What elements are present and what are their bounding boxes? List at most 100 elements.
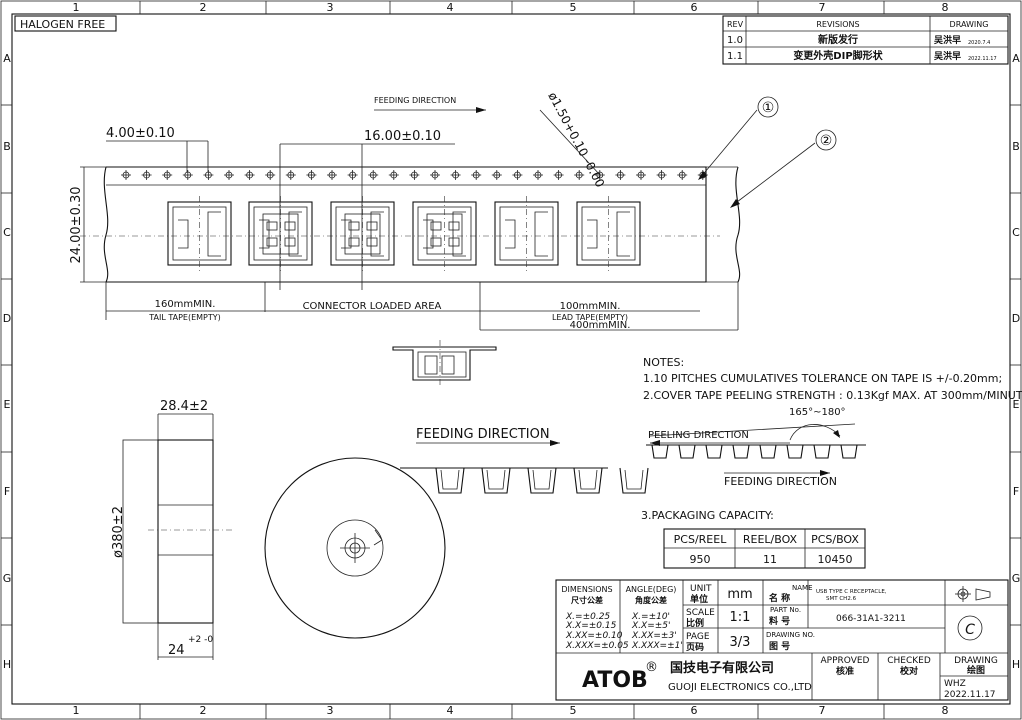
arrow-right-icon [550, 440, 560, 446]
checked-label-cn: 校对 [900, 665, 918, 677]
halogen-free-text: HALOGEN FREE [20, 18, 105, 31]
lead-tape-dim: 100mmMIN. [560, 301, 621, 312]
pocket-feature [207, 211, 221, 257]
row-label: A [3, 52, 11, 65]
halogen-free-label: HALOGEN FREE [14, 15, 117, 32]
row-label: H [1012, 658, 1020, 671]
copyright-mark: C [965, 622, 975, 638]
connector-pin [348, 221, 360, 231]
connector-pin [266, 221, 278, 231]
arrow-icon [730, 199, 740, 208]
note-3: 3.PACKAGING CAPACITY: [641, 509, 774, 522]
border-row-labels-left: A B C D E F G H [3, 52, 12, 671]
row-label: G [3, 572, 12, 585]
arrow-right-icon [476, 107, 486, 113]
revision-date-cell: 2020.7.4 [968, 40, 990, 46]
hole-pitch-dim: 4.00±0.10 [106, 126, 175, 141]
note-2: 2.COVER TAPE PEELING STRENGTH : 0.13Kgf … [643, 389, 1022, 402]
reel-tape-pocket [527, 467, 557, 494]
scale-label-cn: 比例 [686, 617, 704, 629]
checked-label: CHECKED [887, 656, 931, 666]
row-label: B [1012, 140, 1020, 153]
tape-pocket-inner [172, 206, 227, 261]
reel-tape-pocket [435, 467, 465, 494]
col-label: 2 [200, 1, 207, 14]
angle-tol-value: X.XXX=±1' [631, 641, 683, 651]
reel-tape-pocket-inner [578, 469, 598, 490]
row-label: D [3, 312, 11, 325]
reel-feeding-direction-label: FEEDING DIRECTION [416, 427, 550, 442]
rev-cell: 1.0 [727, 35, 743, 46]
unit-label: UNIT [690, 584, 712, 594]
col-label: 6 [691, 704, 698, 717]
col-label: 6 [691, 1, 698, 14]
connector-pin [284, 237, 296, 247]
reel-tape-pockets [400, 467, 649, 494]
connector-body [426, 213, 463, 255]
pocket-pitch-dim: 16.00±0.10 [364, 129, 441, 144]
approved-label: APPROVED [821, 656, 870, 666]
carrier-tape-drawing: FEEDING DIRECTION 4.00±0.10 16.00±0.10 ø… [69, 90, 837, 331]
peel-feeding-direction-label: FEEDING DIRECTION [724, 475, 837, 488]
capacity-header: PCS/BOX [811, 533, 859, 546]
peeling-direction-label: PEELING DIRECTION [648, 430, 749, 441]
tape-pocket-inner [499, 206, 554, 261]
note-1: 1.10 PITCHES CUMULATIVES TOLERANCE ON TA… [643, 372, 1002, 385]
border-column-labels-bottom: 1 2 3 4 5 6 7 8 [73, 704, 949, 717]
unit-label-cn: 单位 [690, 593, 708, 605]
tail-tape-dim: 160mmMIN. [155, 299, 216, 310]
notes-title: NOTES: [643, 356, 684, 369]
revision-desc-cell: 变更外壳DIP脚形状 [793, 49, 883, 62]
pocket-feature [452, 211, 466, 257]
drawing-date: 2022.11.17 [944, 690, 996, 700]
peel-pockets [651, 444, 858, 459]
connector-pin [348, 237, 360, 247]
title-block: DIMENSIONS 尺寸公差 X.=±0.25 X.X=±0.15 X.XX=… [555, 579, 1009, 701]
angle-tol-value: X.=±10' [631, 612, 670, 622]
peel-pocket [759, 444, 777, 459]
peel-pocket [732, 444, 750, 459]
angle-tol-title: ANGLE(DEG) [626, 585, 677, 594]
drawing-label-cn: 绘图 [967, 664, 985, 676]
pocket-feature [341, 219, 352, 249]
drawing-no-label: DRAWING NO. [766, 631, 815, 639]
row-label: F [1013, 485, 1019, 498]
registered-mark: ® [645, 660, 658, 675]
pocket-feature [259, 219, 270, 249]
angle-tol-value: X.XX=±3' [631, 631, 677, 641]
row-label: G [1012, 572, 1021, 585]
col-label: 3 [327, 1, 334, 14]
hub-width-dim: 24 [168, 643, 185, 658]
reel-tape-pocket [481, 467, 511, 494]
dim-tol-value: X.XX=±0.10 [565, 631, 623, 641]
row-label: E [1013, 398, 1020, 411]
angle-tol-value: X.X=±5' [631, 621, 670, 631]
lead-tape-label: LEAD TAPE(EMPTY) [552, 313, 628, 322]
row-label: E [4, 398, 11, 411]
callout-1: ① [762, 100, 775, 116]
part-label: PART No. [770, 606, 801, 614]
name-label-cn: 名 称 [769, 592, 790, 604]
drawer-name: WHZ [944, 679, 966, 689]
connector-body [344, 213, 381, 255]
part-label-cn: 料 号 [769, 615, 790, 627]
revision-desc-cell: 新版发行 [818, 33, 858, 46]
connector-pin [266, 237, 278, 247]
reel-tape-pocket-inner [440, 469, 460, 490]
product-name-line-1: USB TYPE C RECEPTACLE, [816, 589, 887, 595]
peel-pocket [678, 444, 696, 459]
total-length-dim: 400mmMIN. [570, 320, 631, 331]
name-label: NAME [792, 584, 813, 592]
row-label: C [1012, 226, 1020, 239]
border-row-labels-right: A B C D E F G H [1012, 52, 1021, 671]
row-label: D [1012, 312, 1020, 325]
col-label: 5 [570, 1, 577, 14]
pocket-feature [616, 211, 630, 257]
peeling-view: 165°~180° PEELING DIRECTION FEEDING DIRE… [646, 407, 866, 488]
capacity-value: 10450 [818, 553, 853, 566]
tape-pocket-inner [253, 206, 308, 261]
connector-pin [366, 237, 378, 247]
row-label: B [3, 140, 11, 153]
